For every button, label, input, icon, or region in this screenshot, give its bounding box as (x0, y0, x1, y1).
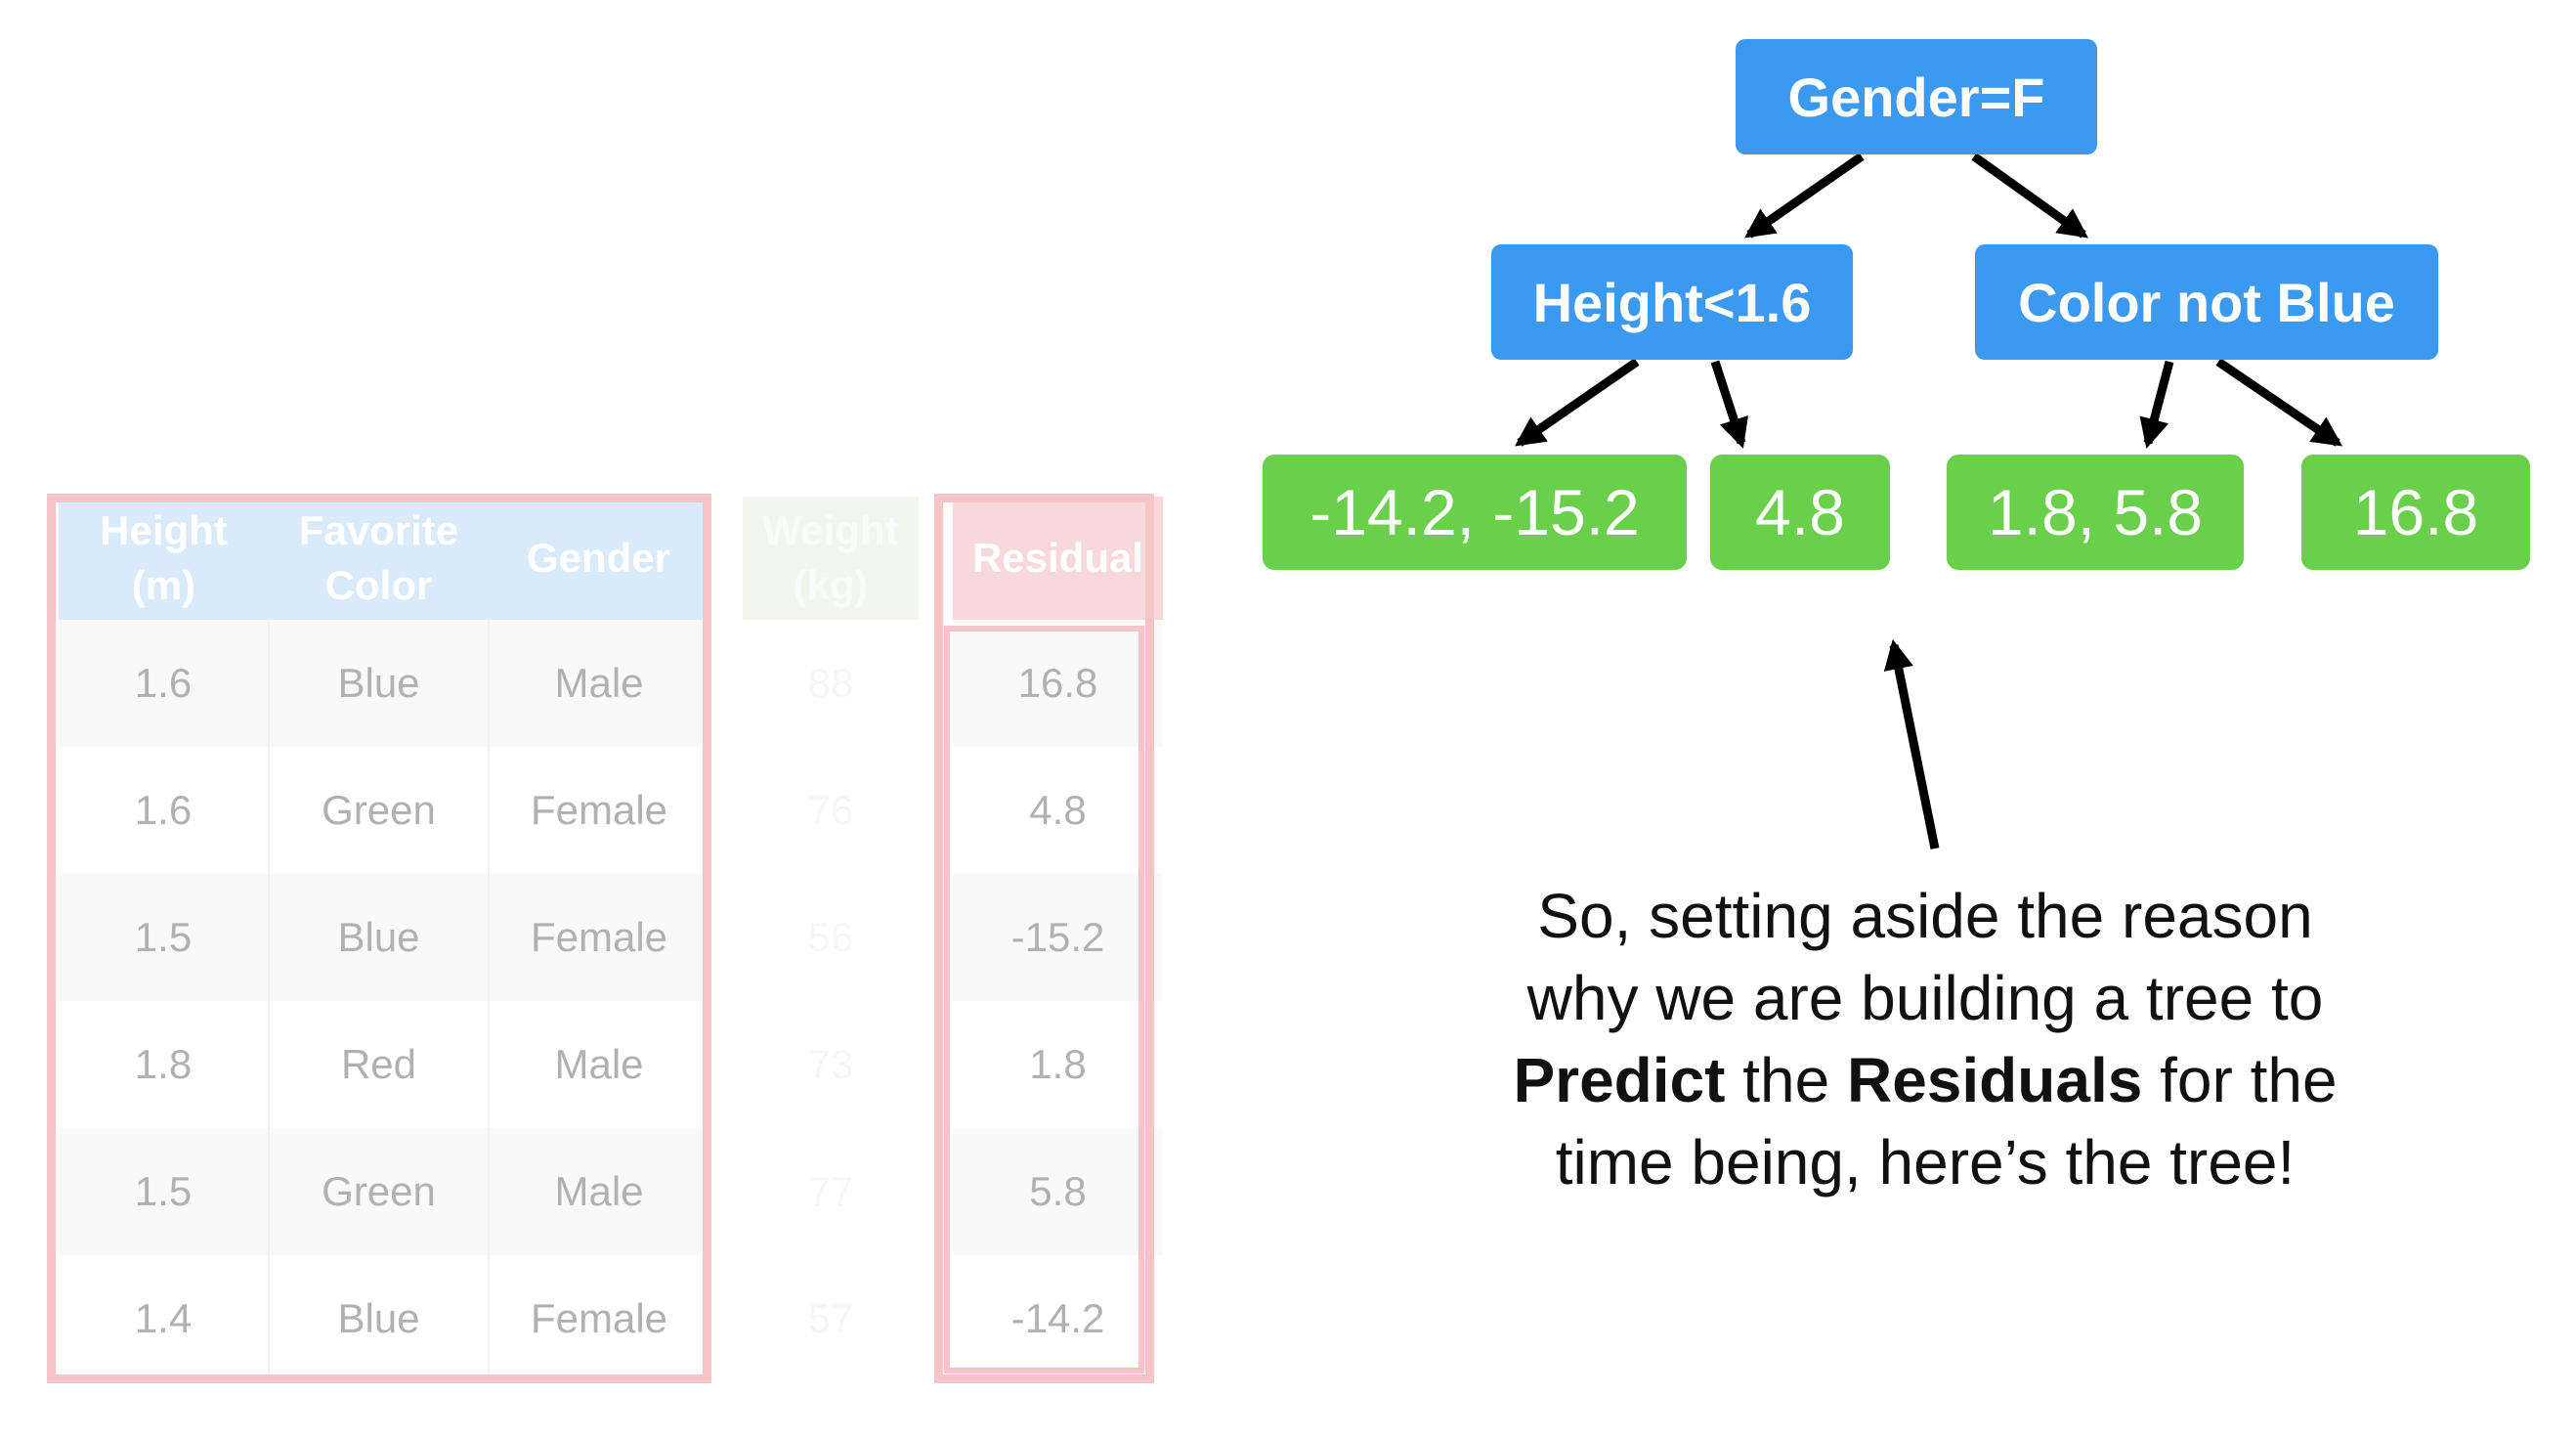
cell-gender: Male (489, 620, 708, 747)
cell-residual: 1.8 (953, 1001, 1163, 1128)
caption-line-1: So, setting aside the reason (1537, 881, 2313, 951)
cell-color: Blue (269, 1255, 490, 1382)
cell-residual: 16.8 (953, 620, 1163, 747)
caption-text: So, setting aside the reason why we are … (1388, 875, 2463, 1203)
cell-residual: 4.8 (953, 747, 1163, 874)
header-weight: Weight(kg) (743, 497, 919, 620)
cell-weight: 88 (807, 660, 854, 706)
cell-gender: Male (489, 1128, 708, 1255)
caption-line-2: why we are building a tree to (1526, 963, 2324, 1033)
cell-weight: 56 (807, 914, 854, 960)
cell-height: 1.5 (59, 1128, 270, 1255)
cell-height: 1.5 (59, 874, 270, 1001)
tree-root-node: Gender=F (1736, 39, 2097, 154)
cell-weight: 76 (807, 787, 854, 833)
header-height: Height(m) (59, 497, 269, 620)
cell-residual: -15.2 (953, 874, 1163, 1001)
tree-leaf-1: -14.2, -15.2 (1263, 455, 1687, 570)
cell-weight: 73 (807, 1041, 854, 1087)
tree-leaf-2: 4.8 (1710, 455, 1890, 570)
arrow-root-right (1971, 152, 2088, 239)
cell-weight: 77 (807, 1168, 854, 1214)
cell-height: 1.6 (59, 620, 270, 747)
cell-color: Red (269, 1001, 490, 1128)
cell-gender: Female (489, 874, 708, 1001)
arrow-color-left (2139, 360, 2174, 449)
arrow-caption-pointer (1883, 639, 1940, 849)
arrow-height-left (1514, 358, 1640, 447)
cell-gender: Male (489, 1001, 708, 1128)
cell-color: Green (269, 1128, 490, 1255)
caption-line-4: time being, here’s the tree! (1555, 1127, 2296, 1198)
caption-line-3: Predict the Residuals for the (1513, 1045, 2338, 1115)
tree-split-color: Color not Blue (1975, 244, 2438, 360)
cell-color: Green (269, 747, 490, 874)
cell-height: 1.6 (59, 747, 270, 874)
cell-gender: Female (489, 747, 708, 874)
tree-split-height: Height<1.6 (1491, 244, 1853, 360)
tree-leaf-3: 1.8, 5.8 (1947, 455, 2244, 570)
header-residual: Residual (953, 497, 1163, 620)
cell-height: 1.8 (59, 1001, 270, 1128)
arrow-color-right (2215, 358, 2343, 447)
cell-weight: 57 (807, 1295, 854, 1341)
cell-color: Blue (269, 874, 490, 1001)
cell-residual: 5.8 (953, 1128, 1163, 1255)
arrow-root-left (1743, 152, 1865, 239)
cell-gender: Female (489, 1255, 708, 1382)
cell-color: Blue (269, 620, 490, 747)
tree-leaf-4: 16.8 (2301, 455, 2530, 570)
arrow-height-right (1710, 360, 1748, 449)
header-gender: Gender (489, 497, 708, 620)
cell-height: 1.4 (59, 1255, 270, 1382)
cell-residual: -14.2 (953, 1255, 1163, 1382)
